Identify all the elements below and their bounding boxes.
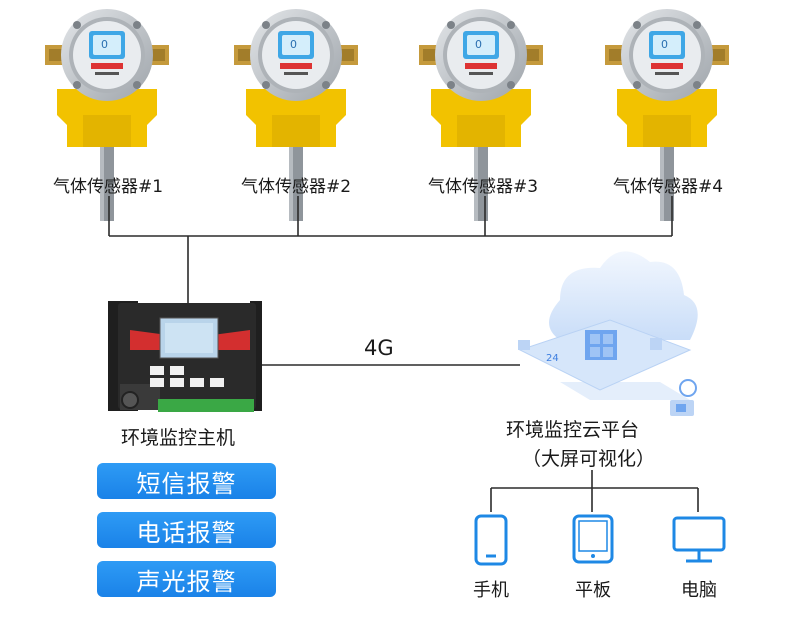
sensor-bus-lines	[108, 196, 673, 303]
device-label-phone: 手机	[473, 580, 509, 601]
monitor-icon	[672, 516, 726, 563]
phone-icon	[474, 514, 508, 566]
device-tree-lines	[490, 470, 699, 512]
sensor-label-3: 气体传感器#3	[428, 177, 539, 197]
sensor-label-4: 气体传感器#4	[613, 177, 724, 197]
host-label: 环境监控主机	[121, 427, 236, 449]
cloud-platform-image	[518, 251, 698, 416]
monitoring-host-image	[108, 301, 262, 412]
sensor-label-1: 气体传感器#1	[53, 177, 164, 197]
sensor-screen-value-1: 0	[101, 38, 108, 51]
sensor-label-2: 气体传感器#2	[241, 177, 352, 197]
device-label-tablet: 平板	[575, 580, 611, 601]
phone-alarm-button: 电话报警	[97, 512, 276, 548]
cloud-badge-number: 24	[546, 353, 559, 364]
sound-light-alarm-button: 声光报警	[97, 561, 276, 597]
cloud-platform-label: 环境监控云平台	[506, 419, 640, 441]
device-label-computer: 电脑	[681, 580, 717, 601]
sensor-screen-value-2: 0	[290, 38, 297, 51]
tablet-icon	[572, 514, 614, 564]
cloud-platform-sublabel: （大屏可视化）	[522, 448, 656, 470]
link-label-4g: 4G	[364, 336, 394, 360]
sms-alarm-button: 短信报警	[97, 463, 276, 499]
sensor-screen-value-3: 0	[475, 38, 482, 51]
sensor-screen-value-4: 0	[661, 38, 668, 51]
